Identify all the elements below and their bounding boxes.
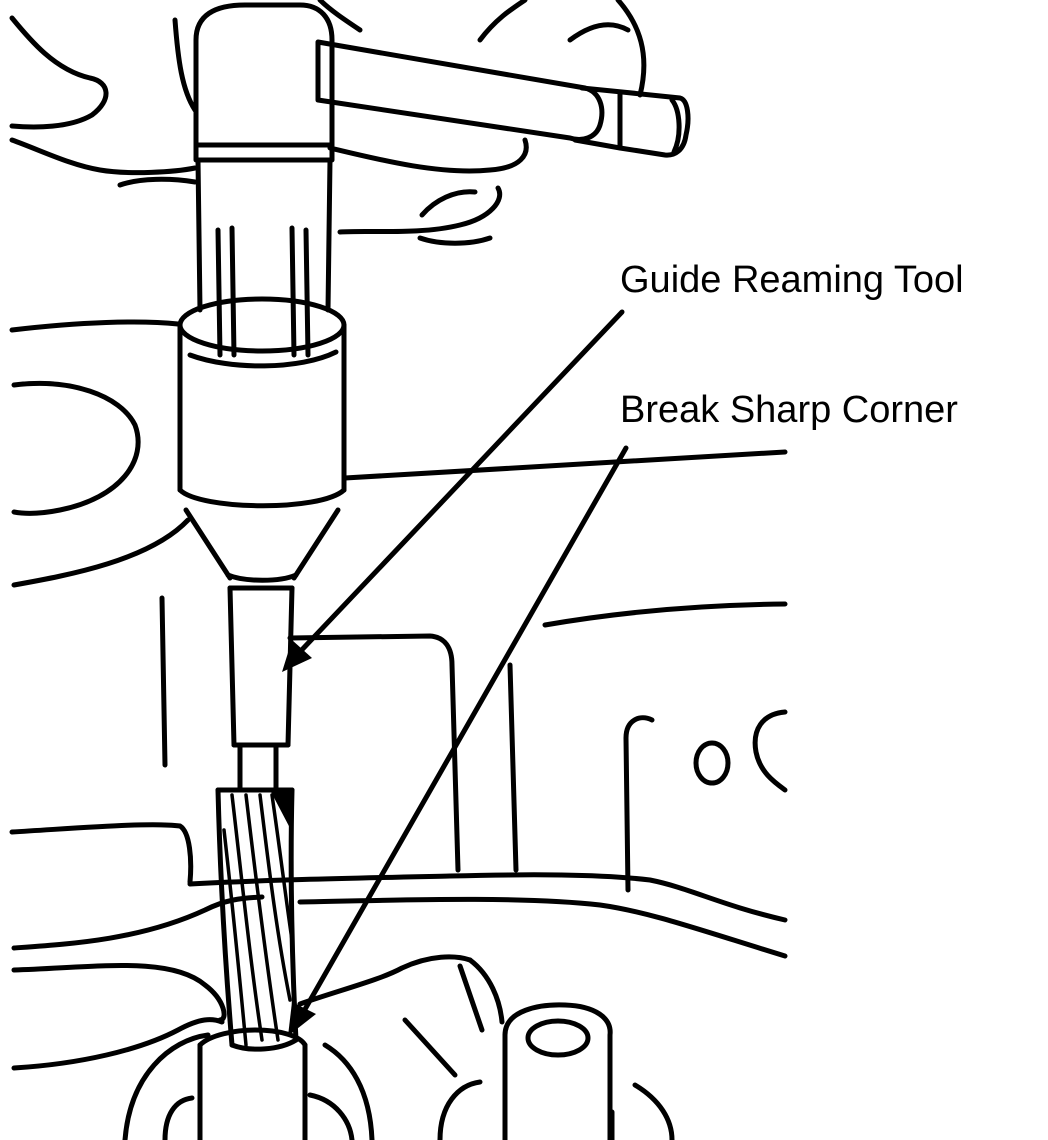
cylinder-head-casting bbox=[9, 319, 788, 1140]
label-break-sharp-corner: Break Sharp Corner bbox=[620, 389, 958, 431]
leader-guide-reaming-tool bbox=[293, 309, 625, 659]
arrowhead-guide-reaming-tool bbox=[282, 640, 312, 672]
hands-and-t-handle bbox=[9, 0, 691, 246]
leader-break-sharp-corner bbox=[297, 445, 629, 1021]
label-guide-reaming-tool: Guide Reaming Tool bbox=[620, 259, 964, 301]
arrowhead-break-sharp-corner bbox=[288, 1002, 316, 1036]
guide-reaming-tool bbox=[177, 157, 347, 1052]
callout-leaders bbox=[282, 309, 629, 1036]
